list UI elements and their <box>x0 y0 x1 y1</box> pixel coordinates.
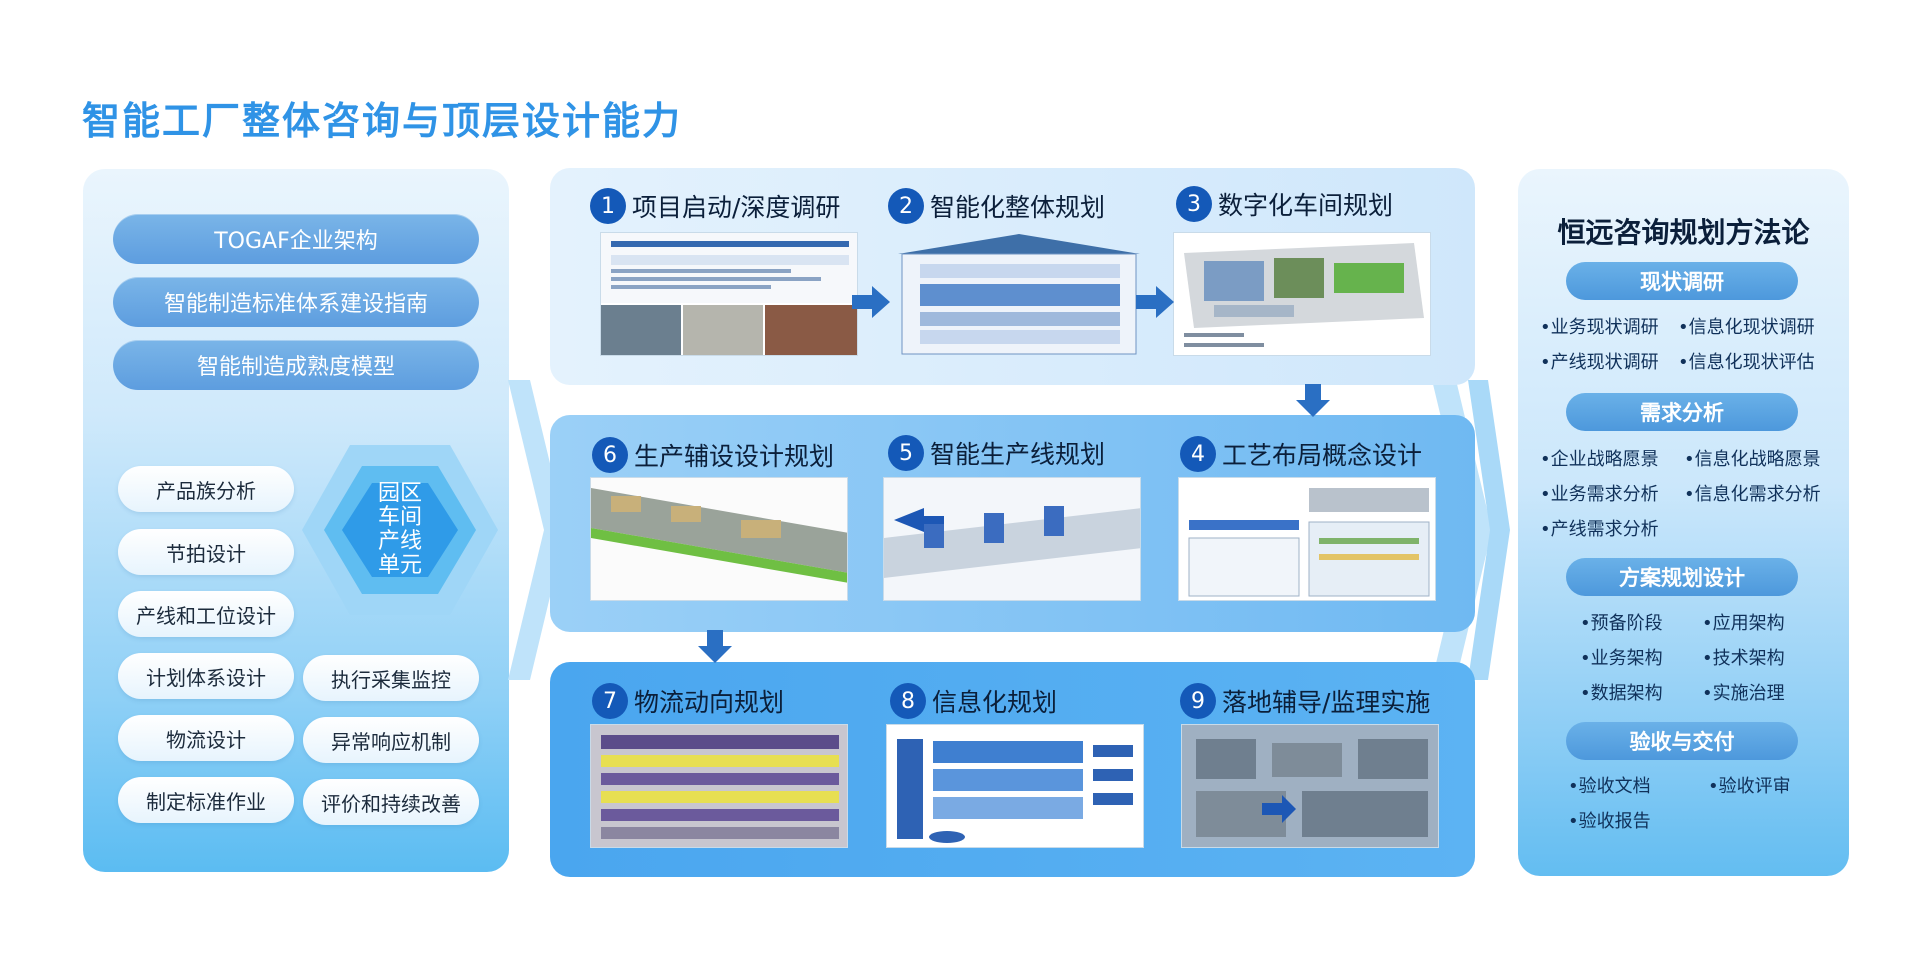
phase-requirements: 需求分析 <box>1566 393 1798 431</box>
arrow-right-icon <box>1136 286 1174 318</box>
step-2-image <box>890 232 1148 356</box>
step-7-title: 7 物流动向规划 <box>592 683 784 719</box>
phase-3-item: •技术架构 <box>1702 648 1785 669</box>
scope-hexagon: 园区 车间 产线 单元 <box>300 440 500 620</box>
page-title: 智能工厂整体咨询与顶层设计能力 <box>82 99 683 143</box>
task-takt-design: 节拍设计 <box>118 529 294 575</box>
phase-acceptance: 验收与交付 <box>1566 722 1798 760</box>
phase-4-item: •验收评审 <box>1708 776 1791 797</box>
phase-2-item: •产线需求分析 <box>1540 519 1659 540</box>
phase-1-item: •信息化现状评估 <box>1678 352 1815 373</box>
standard-togaf: TOGAF企业架构 <box>113 214 479 264</box>
hex-label-line: 产线 <box>377 529 422 554</box>
step-6-badge: 6 <box>592 437 628 473</box>
phase-current-state: 现状调研 <box>1566 262 1798 300</box>
step-5-badge: 5 <box>888 435 924 471</box>
step-4-title: 4 工艺布局概念设计 <box>1180 436 1422 472</box>
step-9-image <box>1181 724 1439 848</box>
step-5-label: 智能生产线规划 <box>930 440 1106 469</box>
arrow-down-icon <box>1296 384 1330 417</box>
step-7-badge: 7 <box>592 683 628 719</box>
phase-4-item: •验收文档 <box>1568 776 1651 797</box>
phase-3-item: •应用架构 <box>1702 613 1785 634</box>
task-line-station-design: 产线和工位设计 <box>118 591 294 637</box>
methodology-panel: 恒远咨询规划方法论 现状调研 •业务现状调研 •信息化现状调研 •产线现状调研 … <box>1518 169 1849 876</box>
phase-3-item: •业务架构 <box>1580 648 1663 669</box>
hex-label-workshop: 车间 <box>377 505 422 530</box>
step-1-badge: 1 <box>590 188 626 224</box>
step-8-image <box>886 724 1144 848</box>
phase-3-item: •实施治理 <box>1702 683 1785 704</box>
step-5-title: 5 智能生产线规划 <box>888 435 1105 471</box>
step-9-badge: 9 <box>1180 683 1216 719</box>
step-2-label: 智能化整体规划 <box>930 193 1106 222</box>
step-1-image <box>600 232 858 356</box>
step-5-image <box>883 477 1141 601</box>
step-4-badge: 4 <box>1180 436 1216 472</box>
phase-1-item: •产线现状调研 <box>1540 352 1659 373</box>
methodology-title: 恒远咨询规划方法论 <box>1557 216 1810 249</box>
step-1-label: 项目启动/深度调研 <box>632 193 841 222</box>
phase-2-item: •业务需求分析 <box>1540 484 1659 505</box>
phase-3-item: •预备阶段 <box>1580 613 1663 634</box>
step-3-label: 数字化车间规划 <box>1218 191 1394 220</box>
step-9-label: 落地辅导/监理实施 <box>1222 688 1431 717</box>
phase-4-item: •验收报告 <box>1568 811 1651 832</box>
step-9-title: 9 落地辅导/监理实施 <box>1180 683 1430 719</box>
task-logistics-design: 物流设计 <box>118 715 294 761</box>
phase-1-item: •业务现状调研 <box>1540 317 1659 338</box>
task-standard-work: 制定标准作业 <box>118 777 294 823</box>
step-2-title: 2 智能化整体规划 <box>888 188 1105 224</box>
step-7-image <box>590 724 848 848</box>
step-4-label: 工艺布局概念设计 <box>1222 441 1423 470</box>
step-2-badge: 2 <box>888 188 924 224</box>
step-3-title: 3 数字化车间规划 <box>1176 186 1393 222</box>
standard-maturity: 智能制造成熟度模型 <box>113 340 479 390</box>
step-8-badge: 8 <box>890 683 926 719</box>
phase-2-item: •企业战略愿景 <box>1540 449 1659 470</box>
task-evaluation-improvement: 评价和持续改善 <box>303 779 479 825</box>
arrow-right-icon <box>852 286 890 318</box>
step-8-label: 信息化规划 <box>932 688 1058 717</box>
arrow-down-icon <box>698 630 732 663</box>
hex-label-unit: 单元 <box>377 553 422 578</box>
step-6-image <box>590 477 848 601</box>
step-1-title: 1 项目启动/深度调研 <box>590 188 840 224</box>
step-8-title: 8 信息化规划 <box>890 683 1057 719</box>
phase-3-item: •数据架构 <box>1580 683 1663 704</box>
phase-1-item: •信息化现状调研 <box>1678 317 1815 338</box>
step-4-image <box>1178 477 1436 601</box>
hex-label-park: 园区 <box>377 481 422 506</box>
task-planning-system: 计划体系设计 <box>118 653 294 699</box>
task-exception-response: 异常响应机制 <box>303 717 479 763</box>
phase-solution-design: 方案规划设计 <box>1566 558 1798 596</box>
step-6-title: 6 生产辅设设计规划 <box>592 437 834 473</box>
task-execution-monitor: 执行采集监控 <box>303 655 479 701</box>
phase-2-item: •信息化战略愿景 <box>1684 449 1821 470</box>
task-product-family: 产品族分析 <box>118 466 294 512</box>
step-7-label: 物流动向规划 <box>634 688 785 717</box>
step-3-image <box>1173 232 1431 356</box>
step-6-label: 生产辅设设计规划 <box>634 442 835 471</box>
phase-2-item: •信息化需求分析 <box>1684 484 1821 505</box>
standard-guide: 智能制造标准体系建设指南 <box>113 277 479 327</box>
step-3-badge: 3 <box>1176 186 1212 222</box>
